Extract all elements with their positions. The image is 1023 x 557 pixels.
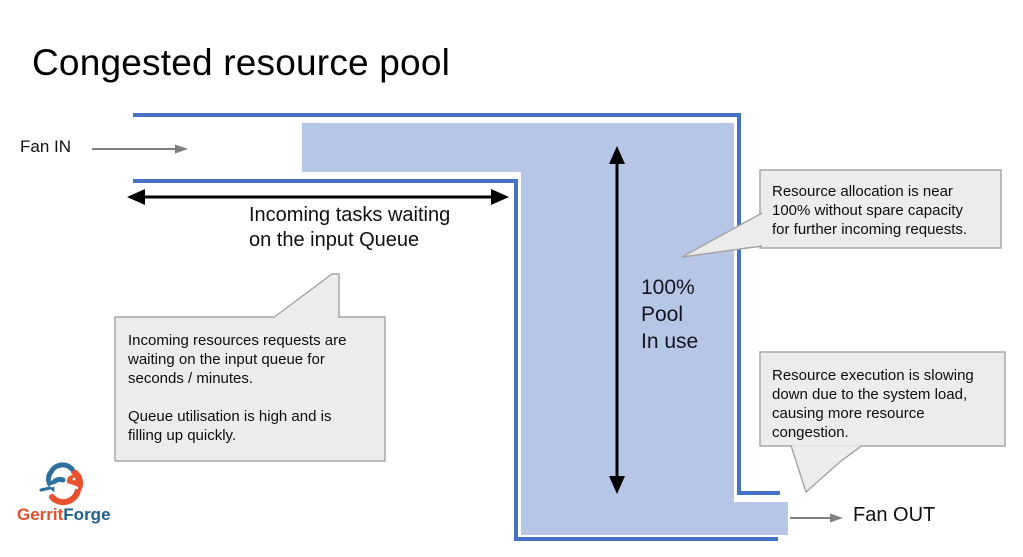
queue-label: Incoming tasks waiting on the input Queu… <box>249 204 451 251</box>
queue-double-arrow <box>127 189 509 205</box>
gerritforge-logo-text: GerritForge <box>17 505 111 525</box>
callout-execution-text: Resource execution is slowing down due t… <box>772 367 974 441</box>
logo-text-gerrit: Gerrit <box>17 505 64 524</box>
pool-usage-label: 100% Pool In use <box>641 276 699 353</box>
callout-execution-box <box>759 351 1006 447</box>
fan-out-label: Fan OUT <box>853 504 936 526</box>
pool-border-top <box>133 113 780 495</box>
callout-queue-text: Incoming resources requests are waiting … <box>128 332 347 444</box>
callout-allocation-tail <box>681 212 763 258</box>
pool-double-arrow <box>609 146 625 494</box>
callout-queue-tail <box>272 273 340 319</box>
callout-queue-box <box>114 316 386 462</box>
fan-out-arrow <box>790 513 843 523</box>
slide-title: Congested resource pool <box>32 42 451 83</box>
callout-execution-tail <box>790 444 863 494</box>
logo-text-forge: Forge <box>63 505 111 524</box>
callout-allocation-text: Resource allocation is near 100% without… <box>772 183 968 238</box>
fan-in-arrow <box>92 144 188 154</box>
pool-fill-shape <box>302 123 788 535</box>
callout-allocation-box <box>759 169 1002 249</box>
pool-border-bottom <box>133 179 778 541</box>
fan-in-label: Fan IN <box>20 137 72 156</box>
gerritforge-logo-icon <box>39 462 83 506</box>
